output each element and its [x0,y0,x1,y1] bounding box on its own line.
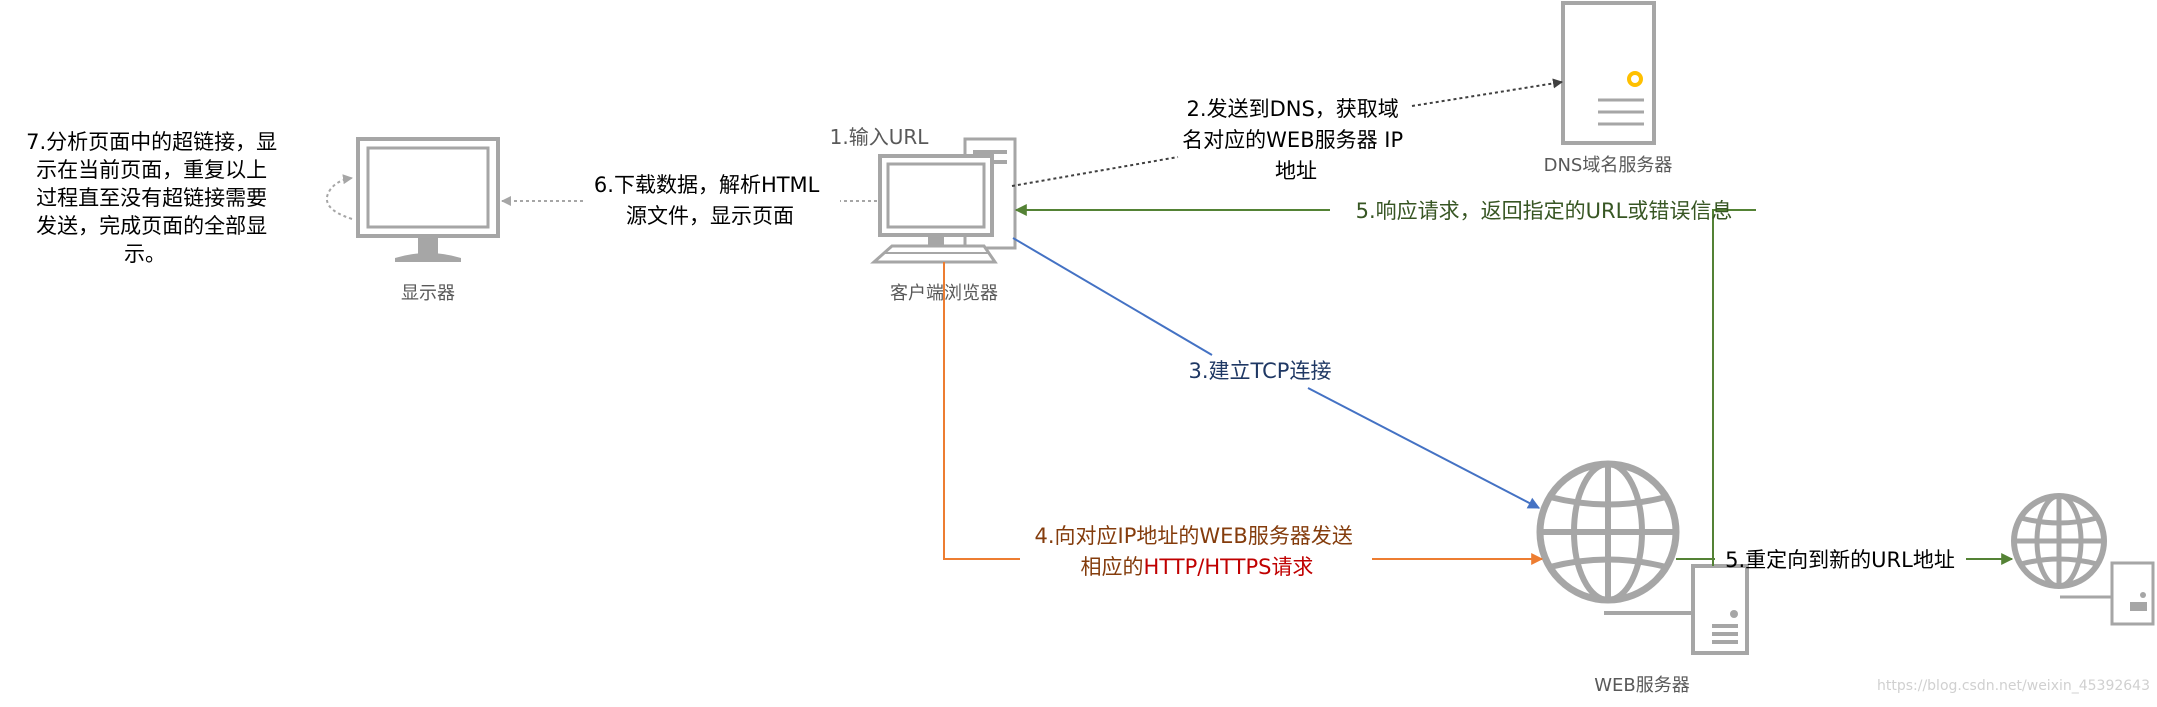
web-server-label: WEB服务器 [1594,675,1690,696]
step-2-line-2: 名对应的WEB服务器 IP [1182,128,1403,152]
watermark: https://blog.csdn.net/weixin_45392643 [1877,678,2150,694]
step-7-label: 7.分析页面中的超链接，显 示在当前页面，重复以上 过程直至没有超链接需要 发送… [26,130,284,266]
step-2-line-1: 2.发送到DNS，获取域 [1187,97,1399,121]
dns-server-icon [1561,1,1656,145]
step-3-label: 3.建立TCP连接 [1189,359,1332,383]
step-4-prefix: 相应的 [1081,555,1144,579]
step-5-redirect-label: 5.重定向到新的URL地址 [1725,548,1955,572]
arrow-tcp-connect-head [1307,387,1541,509]
step-4-label: 4.向对应IP地址的WEB服务器发送 相应的HTTP/HTTPS请求 [1034,524,1359,579]
step-4-line-2: 相应的HTTP/HTTPS请求 [1081,555,1314,579]
step-6-line-2: 源文件，显示页面 [626,204,794,228]
step-6-label: 6.下载数据，解析HTML 源文件，显示页面 [594,173,826,228]
monitor-icon [356,137,500,262]
arrow-response [1712,209,1756,566]
step-5-response-label: 5.响应请求，返回指定的URL或错误信息 [1356,199,1733,223]
arrow-tcp-connect [1012,237,1213,356]
step-4-protocol: HTTP/HTTPS [1144,555,1272,579]
step-6-line-1: 6.下载数据，解析HTML [594,173,820,197]
step-7-line-5: 示。 [124,242,166,266]
step-7-line-2: 示在当前页面，重复以上 [36,158,267,182]
arrow-http-request [943,262,1020,560]
dns-server-label: DNS域名服务器 [1544,155,1673,176]
step-7-line-1: 7.分析页面中的超链接，显 [26,130,277,154]
arrow-monitor-loop [325,174,353,220]
step-2-label: 2.发送到DNS，获取域 名对应的WEB服务器 IP 地址 [1182,97,1410,183]
step-1-label: 1.输入URL [830,125,930,149]
web-server-tower-icon [1604,564,1749,655]
web-server-globe-icon [1536,460,1680,604]
arrow-client-to-dns [1011,156,1179,187]
step-7-line-3: 过程直至没有超链接需要 [36,186,267,210]
step-7-line-4: 发送，完成页面的全部显 [36,214,267,238]
client-computer-icon [870,137,1017,264]
arrow-client-to-dns-head [1411,78,1563,107]
step-4-suffix: 请求 [1271,555,1313,579]
monitor-label: 显示器 [401,283,455,304]
redirect-server-globe-icon [2011,493,2107,589]
step-4-line-1: 4.向对应IP地址的WEB服务器发送 [1034,524,1352,548]
browser-label: 客户端浏览器 [890,283,998,304]
step-2-line-3: 地址 [1275,159,1317,183]
redirect-server-tower-icon [2060,561,2155,626]
